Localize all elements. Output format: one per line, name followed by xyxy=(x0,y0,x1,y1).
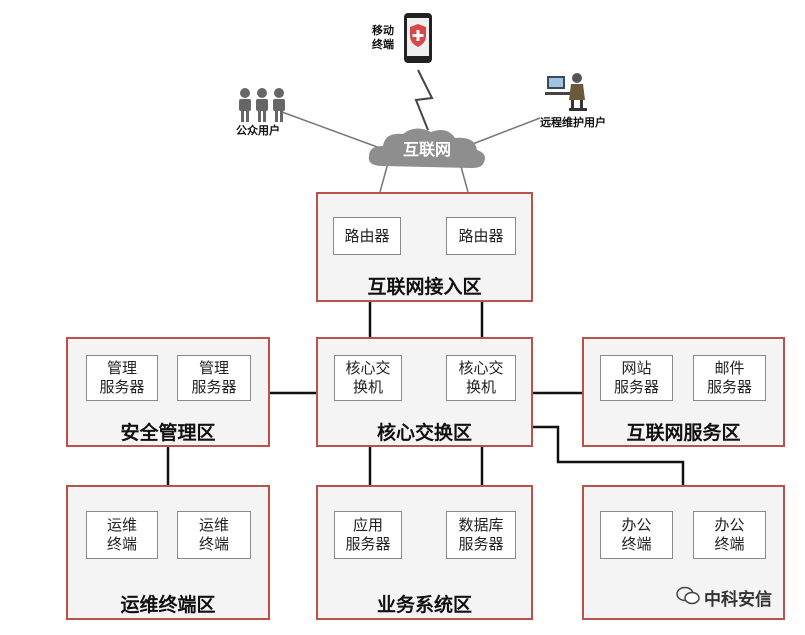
core-switch-1: 核心交 换机 xyxy=(334,355,402,401)
zone-business-title: 业务系统区 xyxy=(376,594,472,616)
link-mobile-wireless xyxy=(414,69,434,131)
router-1: 路由器 xyxy=(333,217,401,255)
web-server: 网站 服务器 xyxy=(600,355,673,401)
link-public-cloud xyxy=(281,111,381,149)
office-terminal-2: 办公 终端 xyxy=(693,511,766,559)
zone-security-mgmt-title: 安全管理区 xyxy=(120,422,216,444)
mobile-phone-icon xyxy=(404,13,432,63)
link-cloud-access-1 xyxy=(379,162,389,193)
link-remote-cloud xyxy=(469,117,541,146)
remote-user-icon xyxy=(545,73,587,111)
core-switch-2: 核心交 换机 xyxy=(446,355,516,401)
zone-ops-terminal-title: 运维终端区 xyxy=(120,594,216,616)
link-core-office xyxy=(533,425,685,485)
ops-terminal-1: 运维 终端 xyxy=(86,511,158,559)
mobile-label: 移动 终端 xyxy=(372,24,394,51)
public-users-icon xyxy=(239,88,285,122)
remote-users-label: 远程维护用户 xyxy=(540,116,606,129)
internet-cloud-icon xyxy=(368,128,485,168)
app-server: 应用 服务器 xyxy=(334,511,402,559)
public-users-label: 公众用户 xyxy=(236,124,280,137)
link-cloud-access-2 xyxy=(459,162,469,193)
mgmt-server-1: 管理 服务器 xyxy=(86,355,158,401)
office-terminal-1: 办公 终端 xyxy=(600,511,673,559)
router-2: 路由器 xyxy=(446,217,516,255)
mail-server: 邮件 服务器 xyxy=(693,355,766,401)
zone-internet-access-title: 互联网接入区 xyxy=(367,276,482,298)
internet-cloud-label: 互联网 xyxy=(403,140,452,159)
db-server: 数据库 服务器 xyxy=(446,511,516,559)
ops-terminal-2: 运维 终端 xyxy=(177,511,251,559)
zone-internet-service-title: 互联网服务区 xyxy=(626,422,741,444)
zone-core-switch-title: 核心交换区 xyxy=(376,422,472,444)
watermark-text: 中科安信 xyxy=(704,590,772,610)
wechat-icon xyxy=(676,586,700,605)
mgmt-server-2: 管理 服务器 xyxy=(177,355,251,401)
